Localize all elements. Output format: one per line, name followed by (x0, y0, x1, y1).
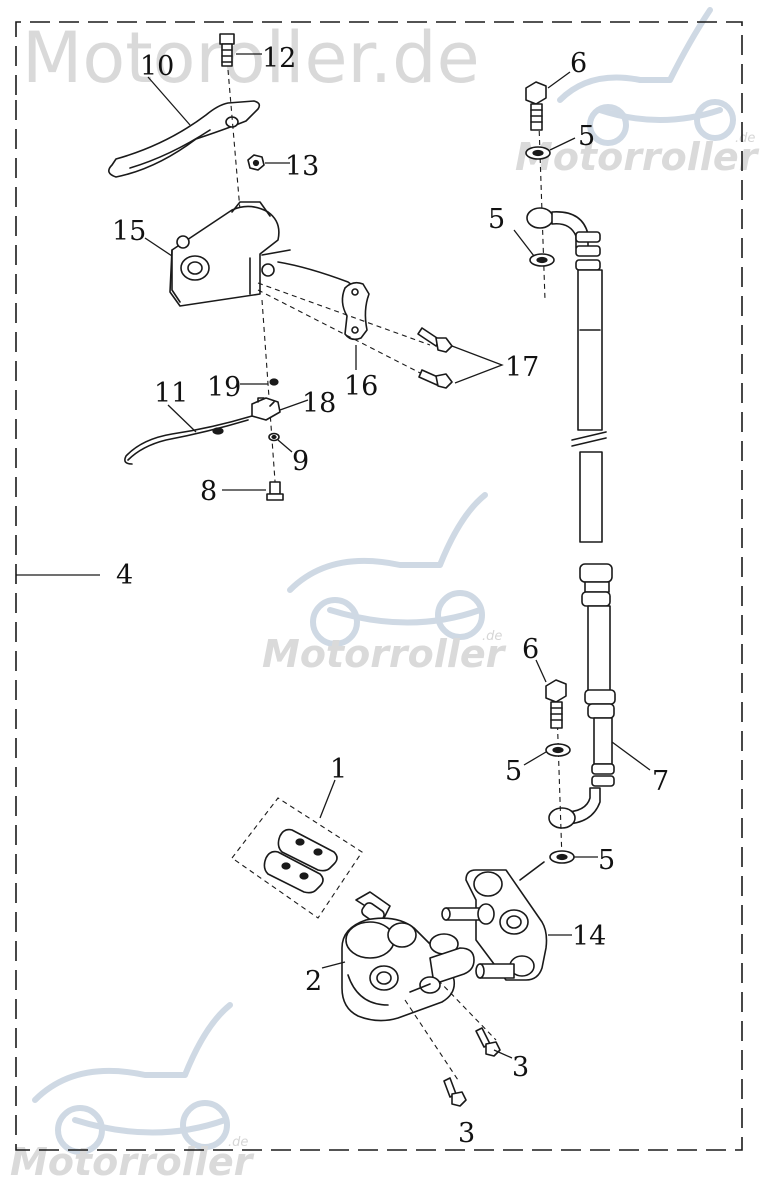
leader-1 (319, 779, 336, 819)
watermark-logo-suffix: .de (482, 629, 502, 644)
switch-wire (124, 415, 253, 465)
leader-5-a (549, 137, 576, 151)
leader-18 (279, 399, 309, 411)
upper-banjo-axis (537, 94, 546, 301)
leader-6-top (547, 71, 571, 89)
switch-axis (261, 299, 277, 496)
leader-9 (277, 439, 293, 453)
part-label-5-d: 5 (598, 845, 615, 876)
watermark-logo-suffix: .de (228, 1135, 248, 1150)
part-label-3-b: 3 (458, 1118, 475, 1149)
part-label-7: 7 (652, 766, 669, 797)
lower-washer-2 (549, 850, 575, 864)
clamp-bolt-upper (417, 327, 453, 353)
brake-lever (108, 100, 261, 178)
caliper-bolt-1 (475, 1027, 501, 1057)
caliper-bolt-2 (443, 1077, 467, 1107)
lower-washer-1 (545, 743, 571, 757)
clamp-bolt-lower (418, 369, 453, 389)
brake-pads-group (231, 797, 363, 919)
caliper-bolt-axis-2 (404, 999, 459, 1081)
lever-nut (247, 154, 265, 171)
part-label-9: 9 (292, 446, 309, 477)
upper-banjo-bolt (525, 81, 547, 131)
part-label-17: 17 (505, 352, 539, 383)
part-label-11: 11 (154, 378, 188, 409)
watermark-logo-bottom-left: Motorroller .de (10, 1002, 255, 1177)
part-label-5-b: 5 (488, 204, 505, 235)
watermark-logo-suffix: .de (735, 131, 755, 146)
part-label-14: 14 (572, 921, 606, 952)
leader-5-b (513, 229, 535, 257)
switch-washer (268, 432, 280, 442)
part-label-5-a: 5 (578, 121, 595, 152)
lever-pivot-bolt (219, 33, 235, 67)
brake-switch (251, 397, 281, 421)
lever-axis (227, 69, 241, 211)
part-label-1: 1 (330, 754, 347, 785)
leader-17 (451, 345, 504, 384)
assembly-frame (15, 21, 743, 1151)
part-label-2: 2 (305, 966, 322, 997)
part-label-3-a: 3 (512, 1052, 529, 1083)
part-label-16: 16 (344, 371, 378, 402)
upper-washer-2 (529, 253, 555, 267)
part-label-4: 4 (116, 560, 133, 591)
upper-washer-1 (525, 146, 551, 160)
handlebar-clamp (341, 281, 370, 341)
part-label-5-c: 5 (505, 756, 522, 787)
watermark-top-text: Motoroller.de (22, 17, 480, 99)
watermark-logo-text: Motorroller (515, 135, 760, 179)
leader-11 (167, 404, 197, 433)
part-label-19: 19 (207, 372, 241, 403)
part-label-15: 15 (112, 216, 146, 247)
leader-7 (611, 741, 651, 771)
leader-5-c (523, 751, 547, 766)
brake-pads-outline (231, 797, 363, 919)
watermark-logo-text: Motorroller (10, 1140, 255, 1177)
caliper-bracket (441, 861, 548, 981)
part-label-13: 13 (285, 151, 319, 182)
leader-15 (144, 237, 173, 257)
leader-6-bottom (535, 659, 547, 683)
leader-3-a (493, 1049, 513, 1059)
watermark-logo-center: Motorroller .de (262, 492, 507, 676)
switch-nut (269, 378, 279, 386)
watermark-logo-text: Motorroller (262, 632, 507, 676)
clamp-axis-upper (257, 282, 431, 346)
brake-hose (526, 207, 616, 829)
part-label-18: 18 (302, 388, 336, 419)
caliper-bolt-axis-1 (437, 979, 497, 1041)
leader-2 (321, 961, 346, 969)
watermark-logo-top-right: Motorroller .de (515, 7, 760, 179)
part-label-10: 10 (140, 51, 174, 82)
part-label-8: 8 (200, 476, 217, 507)
part-label-12: 12 (262, 43, 296, 74)
watermark-layer: Motoroller.de Motorroller .de Motorrolle… (10, 7, 760, 1177)
part-label-6-top: 6 (570, 48, 587, 79)
master-cylinder (169, 201, 369, 307)
lower-banjo-bolt (545, 679, 567, 729)
leader-10 (147, 76, 191, 126)
brake-caliper (341, 891, 475, 1022)
part-label-6-bottom: 6 (522, 634, 539, 665)
switch-screw (266, 481, 284, 501)
